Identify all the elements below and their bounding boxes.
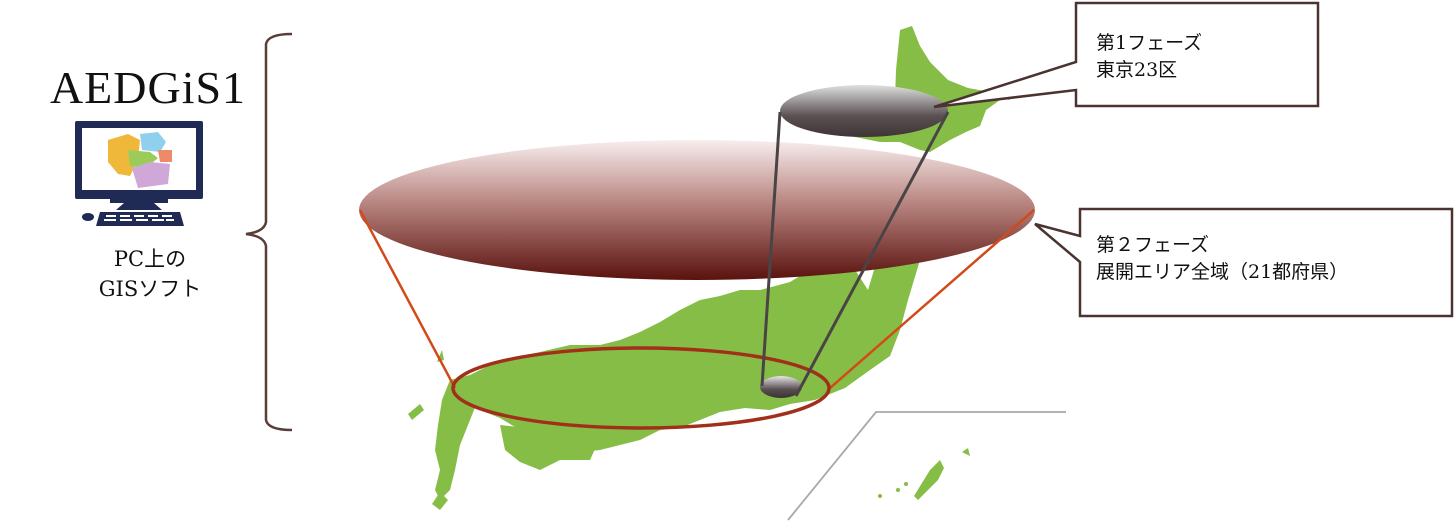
callout-box-phase1 [933, 1, 1320, 109]
okinawa-inset-frame [787, 411, 1066, 521]
tokyo-marker-ellipse [760, 376, 802, 398]
connector-line-left [760, 111, 782, 387]
callout-phase1-text: 第1フェーズ 東京23区 [1096, 30, 1202, 84]
callout-phase2-text: 第２フェーズ 展開エリア全域（21都府県） [1096, 232, 1348, 286]
deployment-area-ring [451, 346, 831, 430]
deployment-area-ellipse [359, 140, 1035, 280]
callout-phase2-area: 展開エリア全域（21都府県） [1096, 261, 1349, 283]
tokyo-23-wards-ellipse [780, 85, 948, 137]
caption-line-2: GISソフト [98, 277, 202, 301]
caption-line-1: PC上の [113, 247, 187, 271]
callout-phase2-title: 第２フェーズ [1096, 234, 1210, 256]
callout-phase1-area: 東京23区 [1096, 59, 1178, 81]
desktop-computer-icon [75, 121, 203, 226]
callout-phase1-title: 第1フェーズ [1096, 32, 1203, 54]
software-caption: PC上の GISソフト [40, 244, 260, 304]
projection-line-left [358, 209, 457, 389]
callout-box-phase2 [1034, 207, 1454, 318]
projection-line-right [829, 209, 1035, 389]
connector-line-right [794, 111, 950, 397]
curly-bracket [245, 32, 293, 432]
app-title: AEDGiS1 [49, 62, 247, 113]
